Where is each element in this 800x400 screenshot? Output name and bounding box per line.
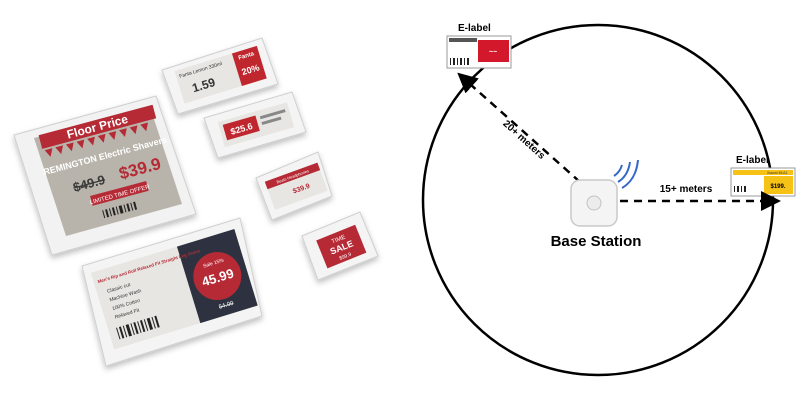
- elabel-right-name: Xiaomi Mi A1: [767, 171, 787, 175]
- elabel-top-caption: E-label: [458, 23, 491, 34]
- top-label-price: 1.59: [190, 75, 217, 95]
- base-station-device: [570, 179, 618, 227]
- top-shelf-label: Fanta Lemon 330ml 1.59 Fanta 20%: [161, 37, 279, 115]
- elabel-right-caption: E-label: [736, 155, 769, 166]
- elabel-right-price: $199.: [770, 184, 785, 190]
- base-station-button: [586, 195, 602, 211]
- arrow-to-top-elabel: [457, 72, 581, 183]
- mid-shelf-label-2: Beats Headphones $39.9: [255, 151, 333, 221]
- elabel-right-tag: Xiaomi Mi A1 $199.: [730, 167, 796, 197]
- mid-shelf-label-1: $25.6: [203, 91, 307, 159]
- bottom-label-barcode: [116, 315, 160, 340]
- elabel-top-brand-icon: ~~: [489, 49, 497, 56]
- distance-horizontal-label: 15+ meters: [660, 184, 713, 195]
- small-shelf-label: TIME SALE $99.9: [301, 211, 379, 281]
- paint-splash: [193, 252, 242, 301]
- coverage-diagram: E-label ~~ E-label Xiaomi Mi A1 $199. 20…: [421, 23, 796, 377]
- large-shelf-label: Floor Price REMINGTON Electric Shavers $…: [13, 95, 197, 256]
- bottom-shelf-label: Men's Rip and Roll Relaxed Fit Straight …: [81, 217, 263, 367]
- wifi-signal-icon: [613, 159, 639, 189]
- top-label-badge: Fanta: [238, 51, 256, 62]
- distance-diagonal-label: 20+ meters: [500, 118, 547, 162]
- bottom-label-old-price: 54.00: [218, 300, 235, 310]
- elabel-top-tag: ~~: [446, 35, 512, 69]
- small-label-price: $99.9: [338, 252, 352, 262]
- esl-product-photo: Floor Price REMINGTON Electric Shavers $…: [13, 37, 379, 367]
- small-label-top: TIME: [331, 235, 347, 246]
- base-station-label: Base Station: [551, 233, 642, 250]
- bunting-flags: [44, 122, 149, 157]
- large-label-barcode: [102, 201, 138, 219]
